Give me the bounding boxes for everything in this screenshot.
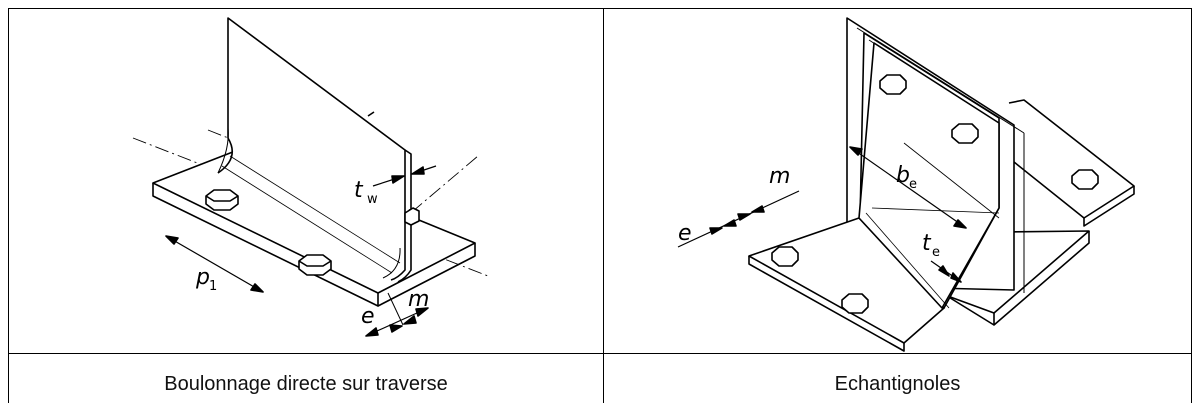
- table-border-top: [8, 8, 1192, 9]
- table-divider-horizontal: [8, 353, 1192, 354]
- left-figure-bolted-crossbeam: t w p 1 e m: [132, 17, 489, 337]
- left-label-tw: t: [354, 178, 364, 203]
- right-label-te: t: [922, 231, 932, 256]
- left-caption: Boulonnage directe sur traverse: [164, 372, 448, 395]
- right-caption: Echantignoles: [834, 372, 961, 395]
- table-divider-vertical: [603, 8, 604, 403]
- right-label-e: e: [678, 221, 692, 246]
- right-label-te-sub: e: [932, 245, 940, 260]
- left-label-p1-sub: 1: [209, 279, 217, 294]
- right-label-be-sub: e: [909, 177, 917, 192]
- right-figure-cleats: b e t e e m: [677, 17, 1135, 352]
- table-border-right: [1191, 8, 1192, 403]
- right-label-be: b: [896, 163, 910, 188]
- figure-table: t w p 1 e m: [8, 8, 1192, 403]
- left-label-p1: p: [195, 265, 210, 290]
- table-border-left: [8, 8, 9, 403]
- right-label-m: m: [769, 164, 790, 189]
- left-label-m: m: [408, 287, 429, 312]
- left-label-e: e: [361, 304, 375, 329]
- left-label-tw-sub: w: [367, 192, 378, 207]
